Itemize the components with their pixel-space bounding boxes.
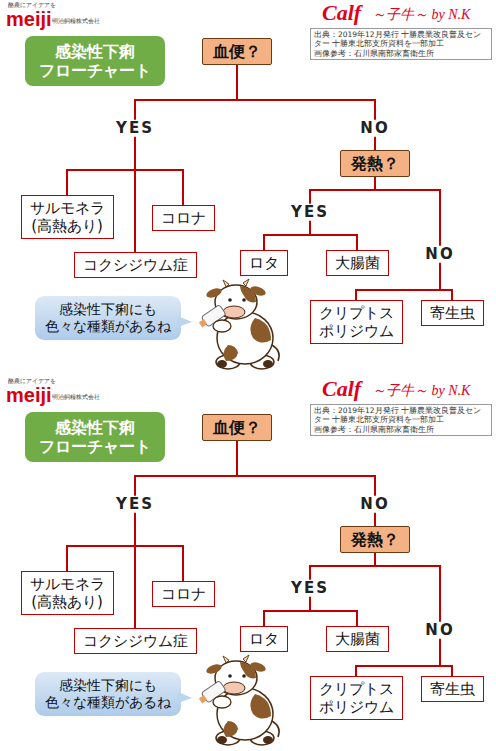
tree-connector — [237, 441, 375, 526]
tree-connector — [264, 177, 375, 250]
node-text: 血便？ — [213, 418, 261, 437]
node-text: クリプトス ポリジウム — [319, 304, 394, 340]
node-text: ロタ — [249, 254, 279, 272]
result-box: コクシジウム症 — [74, 252, 197, 278]
source-box: 出典：2019年12月発行 十勝農業改良普及センター 十勝東北部支所資料を一部加… — [310, 404, 492, 436]
node-text: 出典：2019年12月発行 十勝農業改良普及センター 十勝東北部支所資料を一部加… — [314, 406, 488, 425]
decision-box: 発熱？ — [340, 150, 410, 177]
node-text: 感染性下痢 フローチャート — [39, 42, 151, 80]
logo-subtext: ～子牛～ by N.K — [372, 383, 470, 398]
speech-bubble: 感染性下痢にも 色々な種類があるね — [35, 672, 181, 716]
logo-text: Calf — [322, 1, 361, 25]
node-text: 画像参考：石川県南部家畜衛生所 — [314, 425, 488, 434]
node-text: 血便？ — [213, 42, 261, 61]
decision-box: 発熱？ — [340, 526, 410, 553]
decision-box: 血便？ — [202, 414, 272, 441]
tree-connector — [375, 553, 452, 676]
node-text: 出典：2019年12月発行 十勝農業改良普及センター 十勝東北部支所資料を一部加… — [314, 30, 488, 49]
tree-connector — [356, 177, 440, 300]
result-box: 寄生虫 — [421, 300, 484, 326]
node-text: 寄生虫 — [430, 680, 475, 698]
tree-connector — [237, 65, 375, 150]
branch-label: YES — [288, 204, 332, 221]
node-text: 感染性下痢 フローチャート — [39, 418, 151, 456]
slogan-text: 酪農にアイデアを — [8, 378, 56, 385]
result-box: コクシジウム症 — [74, 628, 197, 654]
result-box: コロナ — [152, 205, 215, 231]
node-text: クリプトス ポリジウム — [319, 680, 394, 716]
bubble-tail — [178, 690, 194, 706]
result-box: 大腸菌 — [326, 626, 389, 652]
tree-connector — [135, 65, 237, 252]
slogan-text: 酪農にアイデアを — [8, 2, 56, 9]
title-box: 感染性下痢 フローチャート — [25, 412, 165, 462]
result-box: コロナ — [152, 581, 215, 607]
result-box: 寄生虫 — [421, 676, 484, 702]
branch-label: YES — [288, 580, 332, 597]
branch-label: NO — [357, 496, 392, 513]
tree-connector — [375, 177, 452, 300]
node-text: ロタ — [249, 630, 279, 648]
source-box: 出典：2019年12月発行 十勝農業改良普及センター 十勝東北部支所資料を一部加… — [310, 28, 492, 60]
decision-box: 血便？ — [202, 38, 272, 65]
node-text: 感染性下痢にも 色々な種類があるね — [45, 301, 171, 335]
node-text: 画像参考：石川県南部家畜衛生所 — [314, 49, 488, 58]
node-text: サルモネラ (高熱あり) — [30, 575, 105, 611]
branch-label: NO — [357, 120, 392, 137]
result-box: ロタ — [240, 626, 288, 652]
bubble-tail — [178, 314, 194, 330]
node-text: 寄生虫 — [430, 304, 475, 322]
company-name: 明治飼糧株式会社 — [52, 18, 100, 25]
node-text: 大腸菌 — [335, 254, 380, 272]
title-box: 感染性下痢 フローチャート — [25, 36, 165, 86]
node-text: コクシジウム症 — [83, 632, 188, 650]
tree-connector — [356, 553, 440, 676]
node-text: コロナ — [161, 585, 206, 603]
result-box: サルモネラ (高熱あり) — [21, 195, 114, 239]
branch-label: YES — [113, 496, 157, 513]
logo-text: Calf — [322, 377, 361, 401]
node-text: サルモネラ (高熱あり) — [30, 199, 105, 235]
branch-label: YES — [113, 120, 157, 137]
branch-label: NO — [422, 622, 457, 639]
node-text: 発熱？ — [351, 530, 399, 549]
node-text: 大腸菌 — [335, 630, 380, 648]
node-text: 感染性下痢にも 色々な種類があるね — [45, 677, 171, 711]
node-text: コロナ — [161, 209, 206, 227]
branch-label: NO — [422, 246, 457, 263]
node-text: コクシジウム症 — [83, 256, 188, 274]
node-text: 発熱？ — [351, 154, 399, 173]
speech-bubble: 感染性下痢にも 色々な種類があるね — [35, 296, 181, 340]
result-box: ロタ — [240, 250, 288, 276]
result-box: クリプトス ポリジウム — [310, 300, 403, 344]
tree-connector — [135, 441, 237, 628]
result-box: 大腸菌 — [326, 250, 389, 276]
result-box: クリプトス ポリジウム — [310, 676, 403, 720]
logo-text: meiji — [6, 8, 52, 30]
tree-connector — [264, 553, 375, 626]
company-name: 明治飼糧株式会社 — [52, 394, 100, 401]
logo-subtext: ～子牛～ by N.K — [372, 7, 470, 22]
result-box: サルモネラ (高熱あり) — [21, 571, 114, 615]
logo-text: meiji — [6, 384, 52, 406]
